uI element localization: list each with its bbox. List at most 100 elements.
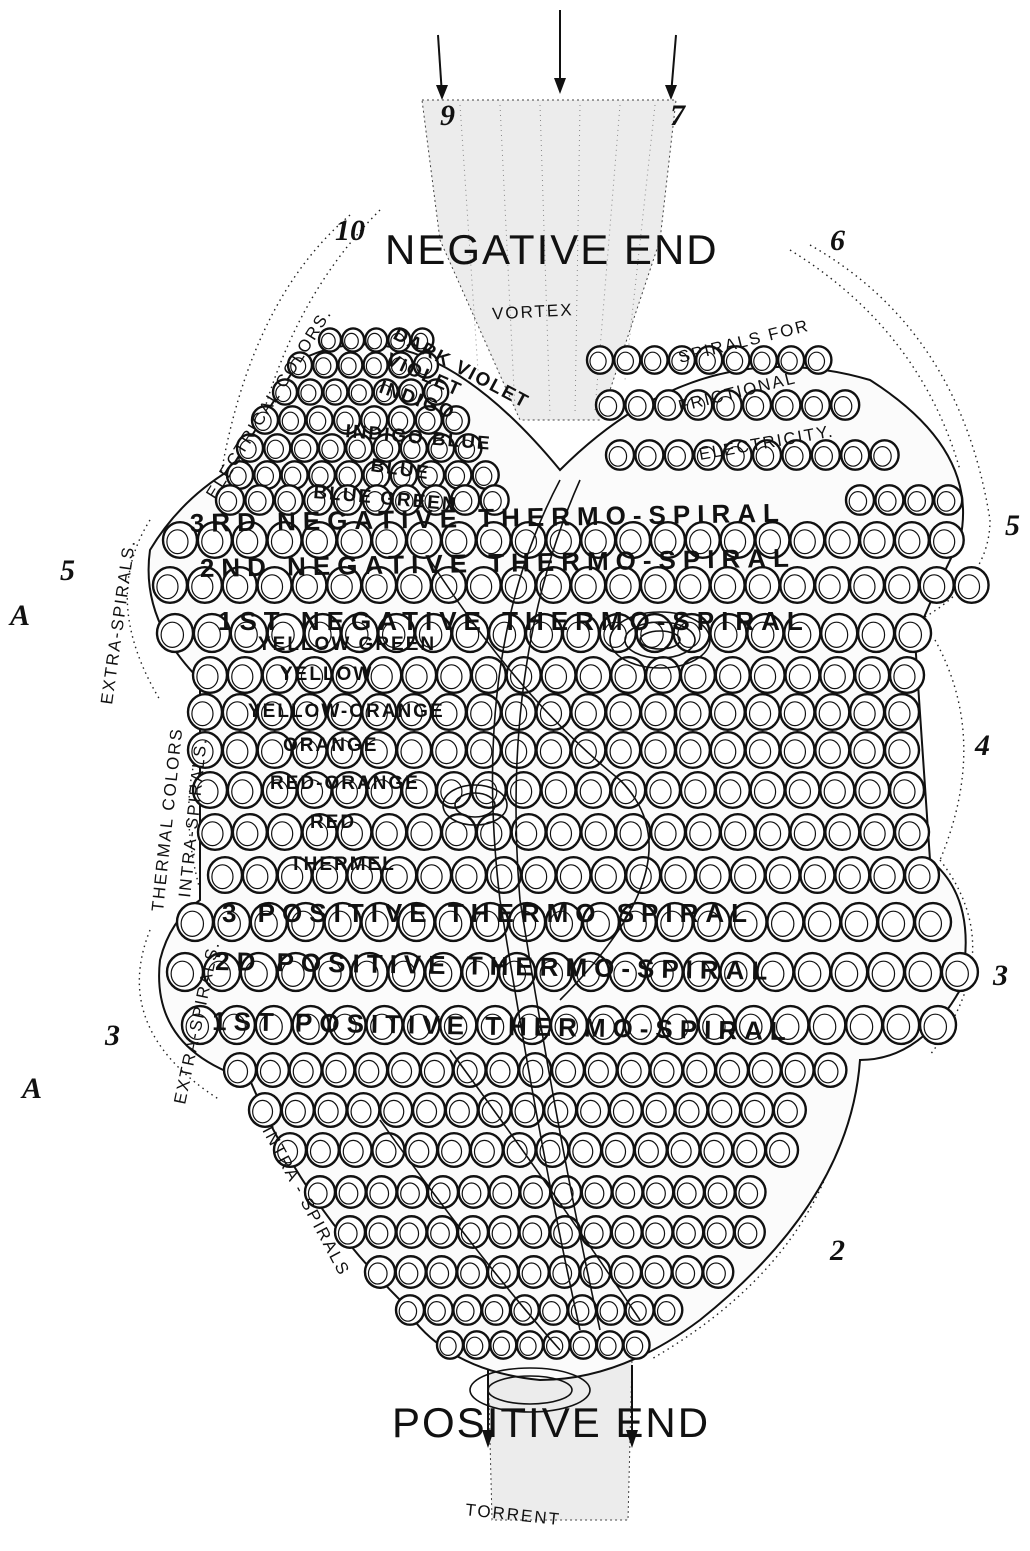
coil-ring <box>223 732 257 768</box>
coil-ring <box>751 772 785 808</box>
coil-ring <box>643 1093 675 1127</box>
coil-ring <box>489 1216 519 1248</box>
number-7: 7 <box>670 99 686 132</box>
coil-ring <box>860 522 894 558</box>
coil-ring <box>905 953 941 991</box>
coil-ring <box>820 657 854 693</box>
coil-ring <box>814 1053 846 1087</box>
coil-ring <box>626 857 660 893</box>
coil-ring <box>868 953 904 991</box>
coil-ring <box>735 1216 765 1248</box>
coil-ring <box>642 1256 672 1288</box>
coil-ring <box>905 857 939 893</box>
coil-ring <box>208 857 242 893</box>
coil-ring <box>705 1176 735 1208</box>
coil-ring <box>711 732 745 768</box>
letter-a-top: A <box>8 599 30 632</box>
coil-ring <box>618 1053 650 1087</box>
coil-ring <box>820 772 854 808</box>
coil-ring <box>790 814 824 850</box>
coil-ring <box>427 1256 457 1288</box>
coil-ring <box>233 814 267 850</box>
coil-ring <box>571 694 605 730</box>
coil-ring <box>890 772 924 808</box>
coil-ring <box>850 567 884 603</box>
band-red-orange: RED-ORANGE <box>270 773 420 794</box>
coil-ring <box>767 903 803 941</box>
coil-ring <box>397 1176 427 1208</box>
coil-ring <box>372 1133 404 1167</box>
coil-ring <box>920 1006 956 1044</box>
coil-ring <box>703 1256 733 1288</box>
coil-ring <box>772 390 800 419</box>
number-5-right: 5 <box>1005 509 1020 542</box>
coil-ring <box>472 772 506 808</box>
coil-ring <box>557 857 591 893</box>
coil-ring <box>686 814 720 850</box>
coil-ring <box>413 1093 445 1127</box>
coil-ring <box>402 657 436 693</box>
coil-ring <box>860 814 894 850</box>
coil-ring <box>751 657 785 693</box>
coil-ring <box>490 1176 520 1208</box>
coil-ring <box>895 522 929 558</box>
coil-ring <box>858 614 894 652</box>
coil-ring <box>700 1133 732 1167</box>
coil-ring <box>850 732 884 768</box>
coil-ring <box>568 1295 596 1324</box>
coil-ring <box>397 1216 427 1248</box>
coil-ring <box>661 857 695 893</box>
coil-ring <box>613 1176 643 1208</box>
letter-a-bottom: A <box>20 1072 42 1105</box>
coil-ring <box>668 1133 700 1167</box>
coil-ring <box>683 1053 715 1087</box>
coil-ring <box>427 1216 457 1248</box>
coil-ring <box>846 1006 882 1044</box>
coil-ring <box>585 1053 617 1087</box>
coil-ring <box>452 857 486 893</box>
coil-ring <box>885 694 919 730</box>
extra-spirals-top-label: EXTRA-SPIRALS. <box>97 538 139 706</box>
coil-ring <box>731 857 765 893</box>
coil-ring <box>552 1053 584 1087</box>
coil-ring <box>625 390 653 419</box>
number-10: 10 <box>335 214 365 247</box>
coil-ring <box>831 953 867 991</box>
coil-ring <box>421 1053 453 1087</box>
number-6: 6 <box>830 224 845 257</box>
coil-ring <box>537 694 571 730</box>
band-yellow: YELLOW <box>280 664 373 685</box>
coil-ring <box>711 694 745 730</box>
coil-ring <box>895 814 929 850</box>
coil-ring <box>756 814 790 850</box>
coil-ring <box>643 1176 673 1208</box>
band-thermel: THERMEL <box>290 854 396 875</box>
coil-ring <box>815 567 849 603</box>
number-2: 2 <box>829 1234 845 1267</box>
number-3-right: 3 <box>992 959 1008 992</box>
coil-ring <box>875 485 903 514</box>
coil-ring <box>825 814 859 850</box>
coil-ring <box>520 1176 550 1208</box>
band-yellow-orange: YELLOW-ORANGE <box>248 701 445 722</box>
coil-ring <box>885 732 919 768</box>
coil-ring <box>576 657 610 693</box>
coil-ring <box>249 1093 281 1127</box>
coil-ring <box>268 814 302 850</box>
coil-ring <box>930 522 964 558</box>
negative-end-label: NEGATIVE END <box>385 226 719 273</box>
coil-ring <box>841 440 869 469</box>
coil-ring <box>704 1216 734 1248</box>
coil-ring <box>507 772 541 808</box>
coil-ring <box>482 1295 510 1324</box>
coil-ring <box>802 390 830 419</box>
coil-ring <box>228 657 262 693</box>
coil-ring <box>442 814 476 850</box>
coil-ring <box>188 694 222 730</box>
coil-ring <box>942 953 978 991</box>
coil-ring <box>193 657 227 693</box>
coil-ring <box>432 732 466 768</box>
coil-ring <box>347 1093 379 1127</box>
coil-ring <box>821 614 857 652</box>
